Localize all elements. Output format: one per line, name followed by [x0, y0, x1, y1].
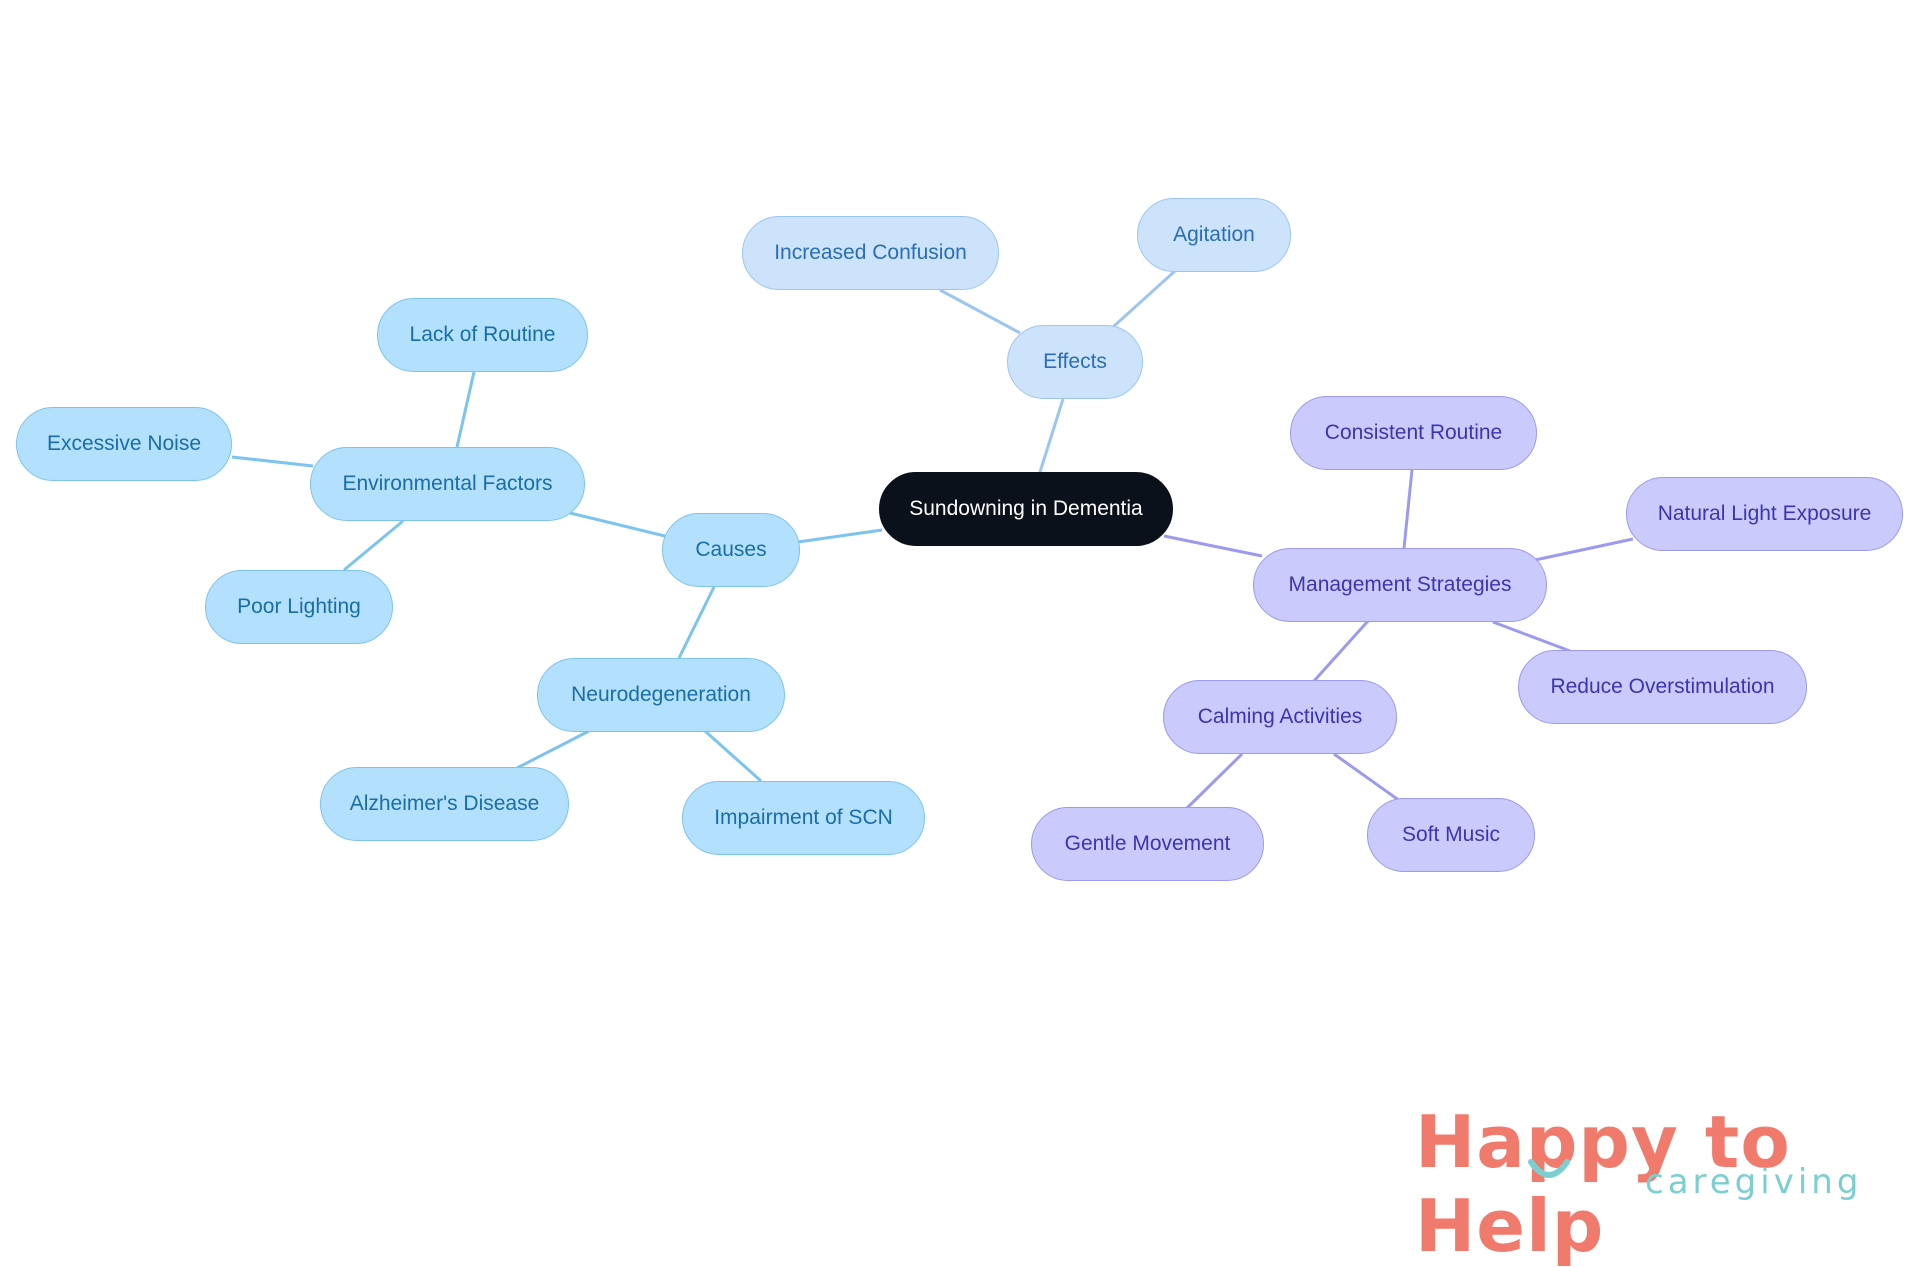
node-poor-lighting[interactable]: Poor Lighting: [205, 570, 393, 644]
node-natural-light-exposure[interactable]: Natural Light Exposure: [1626, 477, 1903, 551]
logo-smile-icon: [1528, 1159, 1570, 1178]
node-increased-confusion[interactable]: Increased Confusion: [742, 216, 999, 290]
edge-env-noise: [231, 455, 314, 468]
node-gentle-movement[interactable]: Gentle Movement: [1031, 807, 1264, 881]
node-effects[interactable]: Effects: [1007, 325, 1143, 399]
node-agitation[interactable]: Agitation: [1137, 198, 1291, 272]
edge-effects-agitation: [1111, 269, 1177, 329]
node-alzheimers-disease[interactable]: Alzheimer's Disease: [320, 767, 569, 841]
edge-mgmt-overstim: [1492, 620, 1571, 653]
happy-to-help-logo: Happy to Help caregiving: [1415, 1100, 1895, 1268]
node-calming-activities[interactable]: Calming Activities: [1163, 680, 1397, 754]
logo-subtitle: caregiving: [1645, 1162, 1863, 1202]
edge-effects-confusion: [939, 288, 1021, 335]
node-lack-of-routine[interactable]: Lack of Routine: [377, 298, 588, 372]
edge-env-routine: [455, 371, 476, 448]
node-environmental-factors[interactable]: Environmental Factors: [310, 447, 585, 521]
node-soft-music[interactable]: Soft Music: [1367, 798, 1535, 872]
edge-root-causes: [797, 528, 883, 544]
edge-root-effects: [1038, 398, 1065, 473]
edge-calming-soft: [1333, 752, 1401, 803]
edge-mgmt-routine: [1402, 469, 1414, 549]
edge-env-lighting: [343, 519, 404, 572]
node-impairment-of-scn[interactable]: Impairment of SCN: [682, 781, 925, 855]
edge-causes-neuro: [677, 586, 716, 659]
edge-neuro-scn: [704, 729, 762, 783]
edge-calming-gentle: [1184, 752, 1244, 811]
edge-root-management: [1163, 534, 1263, 558]
mind-map-canvas: Sundowning in Dementia Causes Environmen…: [16, 198, 1903, 1268]
node-reduce-overstimulation[interactable]: Reduce Overstimulation: [1518, 650, 1807, 724]
node-root[interactable]: Sundowning in Dementia: [879, 472, 1173, 546]
edge-mgmt-calming: [1312, 619, 1370, 683]
edge-mgmt-natural: [1534, 537, 1634, 562]
edge-causes-environmental: [569, 511, 666, 538]
node-excessive-noise[interactable]: Excessive Noise: [16, 407, 232, 481]
node-neurodegeneration[interactable]: Neurodegeneration: [537, 658, 785, 732]
node-consistent-routine[interactable]: Consistent Routine: [1290, 396, 1537, 470]
node-causes[interactable]: Causes: [662, 513, 800, 587]
mind-map-edges: [231, 269, 1634, 811]
node-management-strategies[interactable]: Management Strategies: [1253, 548, 1547, 622]
edge-neuro-alzheimers: [516, 729, 590, 770]
